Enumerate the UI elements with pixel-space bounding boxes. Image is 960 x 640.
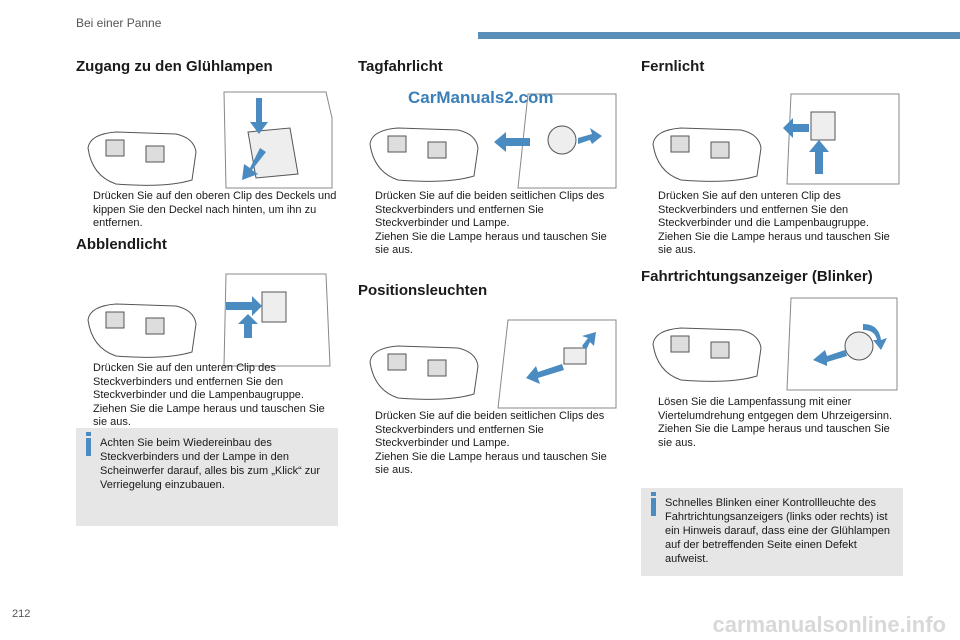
steps-low-beam: Drücken Sie auf den unteren Clip des Ste…: [76, 362, 338, 430]
step-text: Drücken Sie auf den oberen Clip des Deck…: [93, 190, 337, 229]
steps-position-lights: Drücken Sie auf die beiden seitlichen Cl…: [358, 410, 620, 478]
step-item: Drücken Sie auf den oberen Clip des Deck…: [76, 190, 338, 231]
step-item: Ziehen Sie die Lampe heraus und tauschen…: [76, 403, 338, 430]
steps-turn-signal: Lösen Sie die Lampenfassung mit einer Vi…: [641, 396, 903, 450]
figure-cover-removal: [87, 91, 333, 189]
info-icon: [86, 432, 91, 456]
step-item: Ziehen Sie die Lampe heraus und tauschen…: [358, 451, 620, 478]
figure-turn-signal: [652, 297, 898, 391]
info-note: Schnelles Blinken einer Kontrollleuchte …: [641, 488, 903, 576]
step-item: Drücken Sie auf den unteren Clip des Ste…: [76, 362, 338, 403]
step-item: Drücken Sie auf die beiden seitlichen Cl…: [358, 190, 620, 231]
step-item: Ziehen Sie die Lampe heraus und tauschen…: [641, 423, 903, 450]
figure-position-lights: [369, 319, 617, 409]
heading-daytime-light: Tagfahrlicht: [358, 58, 443, 75]
step-item: Drücken Sie auf den unteren Clip des Ste…: [641, 190, 903, 231]
watermark-text: CarManuals2.com: [408, 88, 554, 107]
step-item: Drücken Sie auf die beiden seitlichen Cl…: [358, 410, 620, 451]
heading-position-lights: Positionsleuchten: [358, 282, 488, 299]
figure-low-beam: [87, 273, 331, 367]
steps-high-beam: Drücken Sie auf den unteren Clip des Ste…: [641, 190, 903, 258]
column-3: Fernlicht Drücken Sie auf den unteren Cl…: [641, 56, 903, 586]
step-text: Ziehen Sie die Lampe heraus und tauschen…: [375, 450, 607, 477]
note-text: Achten Sie beim Wiedereinbau des Steckve…: [100, 437, 321, 491]
step-text: Ziehen Sie die Lampe heraus und tauschen…: [93, 402, 325, 429]
steps-daytime-light: Drücken Sie auf die beiden seitlichen Cl…: [358, 190, 620, 258]
figure-daytime-light: [369, 93, 617, 189]
step-text: Drücken Sie auf den unteren Clip des Ste…: [658, 190, 869, 229]
note-text: Schnelles Blinken einer Kontrollleuchte …: [665, 497, 891, 565]
section-title: Bei einer Panne: [76, 16, 162, 30]
step-text: Lösen Sie die Lampenfassung mit einer Vi…: [658, 396, 892, 422]
step-text: Drücken Sie auf die beiden seitlichen Cl…: [375, 190, 605, 229]
figure-high-beam: [652, 93, 900, 185]
step-text: Ziehen Sie die Lampe heraus und tauschen…: [658, 230, 890, 257]
step-item: Ziehen Sie die Lampe heraus und tauschen…: [641, 231, 903, 258]
column-1: Zugang zu den Glühlampen Drücken Sie auf…: [76, 56, 338, 536]
step-text: Drücken Sie auf den unteren Clip des Ste…: [93, 362, 304, 401]
heading-turn-signal: Fahrtrichtungsanzeiger (Blinker): [641, 268, 873, 285]
step-text: Ziehen Sie die Lampe heraus und tauschen…: [375, 230, 607, 257]
heading-low-beam: Abblendlicht: [76, 236, 167, 253]
header-accent-bar: [478, 32, 960, 39]
column-2: Tagfahrlicht CarManuals2.com Drücken Sie…: [358, 56, 620, 536]
info-icon: [651, 492, 656, 516]
steps-bulb-access: Drücken Sie auf den oberen Clip des Deck…: [76, 190, 338, 231]
info-note: Achten Sie beim Wiedereinbau des Steckve…: [76, 428, 338, 526]
page-number: 212: [12, 608, 31, 620]
heading-bulb-access: Zugang zu den Glühlampen: [76, 58, 273, 75]
step-item: Ziehen Sie die Lampe heraus und tauschen…: [358, 231, 620, 258]
step-text: Ziehen Sie die Lampe heraus und tauschen…: [658, 423, 890, 449]
heading-high-beam: Fernlicht: [641, 58, 705, 75]
footer-watermark: carmanualsonline.info: [712, 612, 947, 637]
step-item: Lösen Sie die Lampenfassung mit einer Vi…: [641, 396, 903, 423]
step-text: Drücken Sie auf die beiden seitlichen Cl…: [375, 410, 605, 449]
